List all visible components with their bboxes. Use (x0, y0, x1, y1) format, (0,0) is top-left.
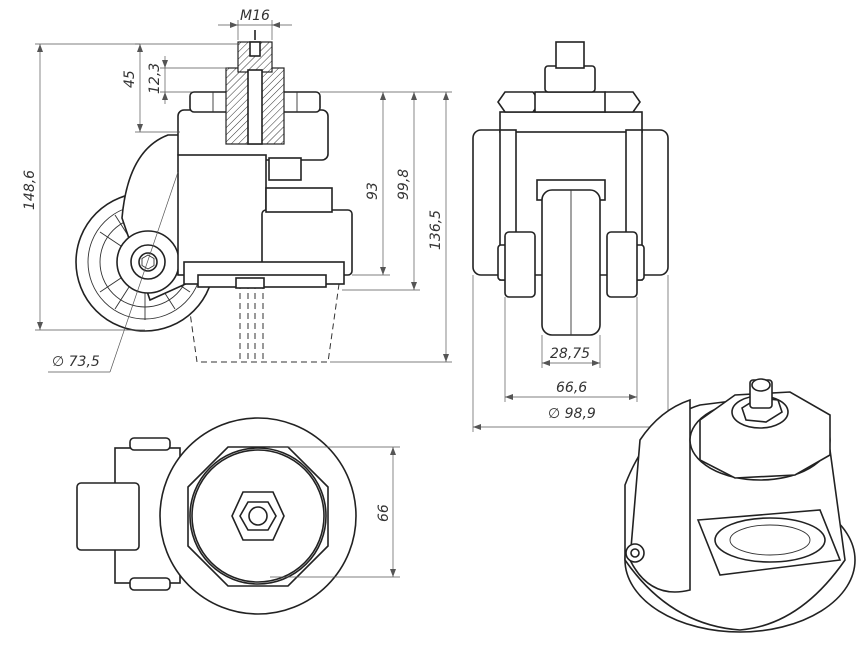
dim-45: 45 (122, 70, 138, 88)
dim-28-75: 28,75 (550, 346, 590, 362)
dim-12-3: 12,3 (147, 63, 163, 94)
top-view-dimensions: 66 (270, 446, 400, 578)
top-view (76, 417, 357, 615)
dim-99-8: 99,8 (396, 169, 412, 200)
side-view-dimensions: M16 45 12,3 148,6 93 99,8 (22, 8, 452, 373)
dim-66: 66 (376, 504, 392, 522)
dim-66-6: 66,6 (556, 380, 587, 396)
front-view (472, 41, 669, 336)
dim-136-5: 136,5 (428, 210, 444, 250)
dim-93: 93 (365, 182, 381, 200)
dim-base-diameter: ∅ 98,9 (548, 406, 596, 422)
dim-thread: M16 (240, 8, 270, 24)
front-view-dimensions: 28,75 66,6 ∅ 98,9 (472, 275, 669, 432)
side-view (75, 30, 353, 363)
dim-wheel-diameter: ∅ 73,5 (52, 354, 100, 370)
dim-148-6: 148,6 (22, 170, 38, 210)
isometric-view (624, 378, 856, 633)
